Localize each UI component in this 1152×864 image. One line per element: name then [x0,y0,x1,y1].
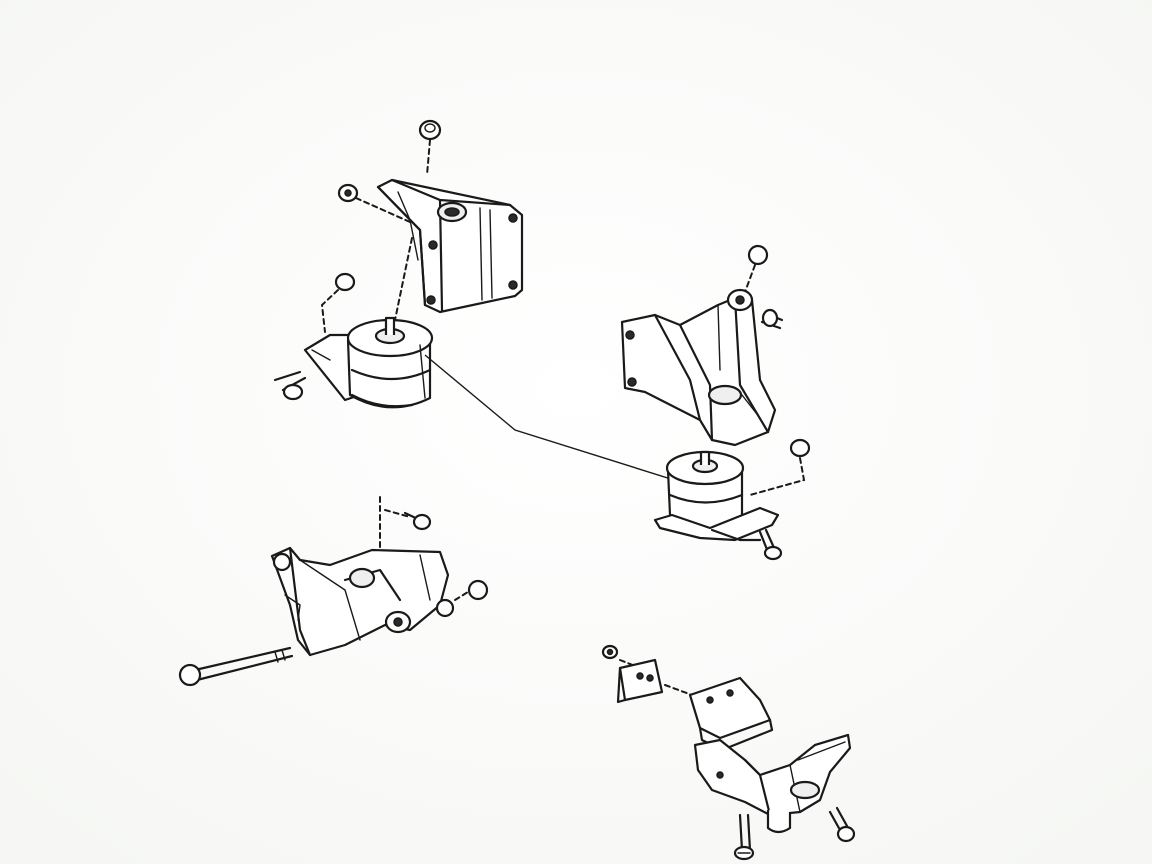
upper-left-rubber-mount [273,272,434,409]
mount-nut-icon [789,438,811,458]
connection-leader-line [424,354,691,486]
small-nut-icon [334,272,356,292]
top-nut-icon [418,119,442,141]
right-bottom-bolt-icon [828,806,856,843]
small-plate-bracket [616,658,664,704]
mount-bolt-icon [273,370,307,401]
bottom-bolt-icon [733,813,755,861]
side-nut-icon [435,579,489,618]
small-bolt-icon [601,644,619,660]
long-through-bolt-icon [178,646,294,687]
lower-right-mount [601,644,856,861]
upper-right-mount-bracket [620,244,784,447]
left-bolt-icon [337,183,359,203]
mount-lower-bolt-icon [758,528,783,561]
upper-left-mount-bracket [337,119,524,314]
lower-bolt-icon [403,511,432,531]
right-middle-rubber-mount [653,438,811,561]
top-right-nut-icon [747,244,769,266]
lower-left-mount-bracket [178,496,489,687]
right-bolt-icon [760,308,784,330]
